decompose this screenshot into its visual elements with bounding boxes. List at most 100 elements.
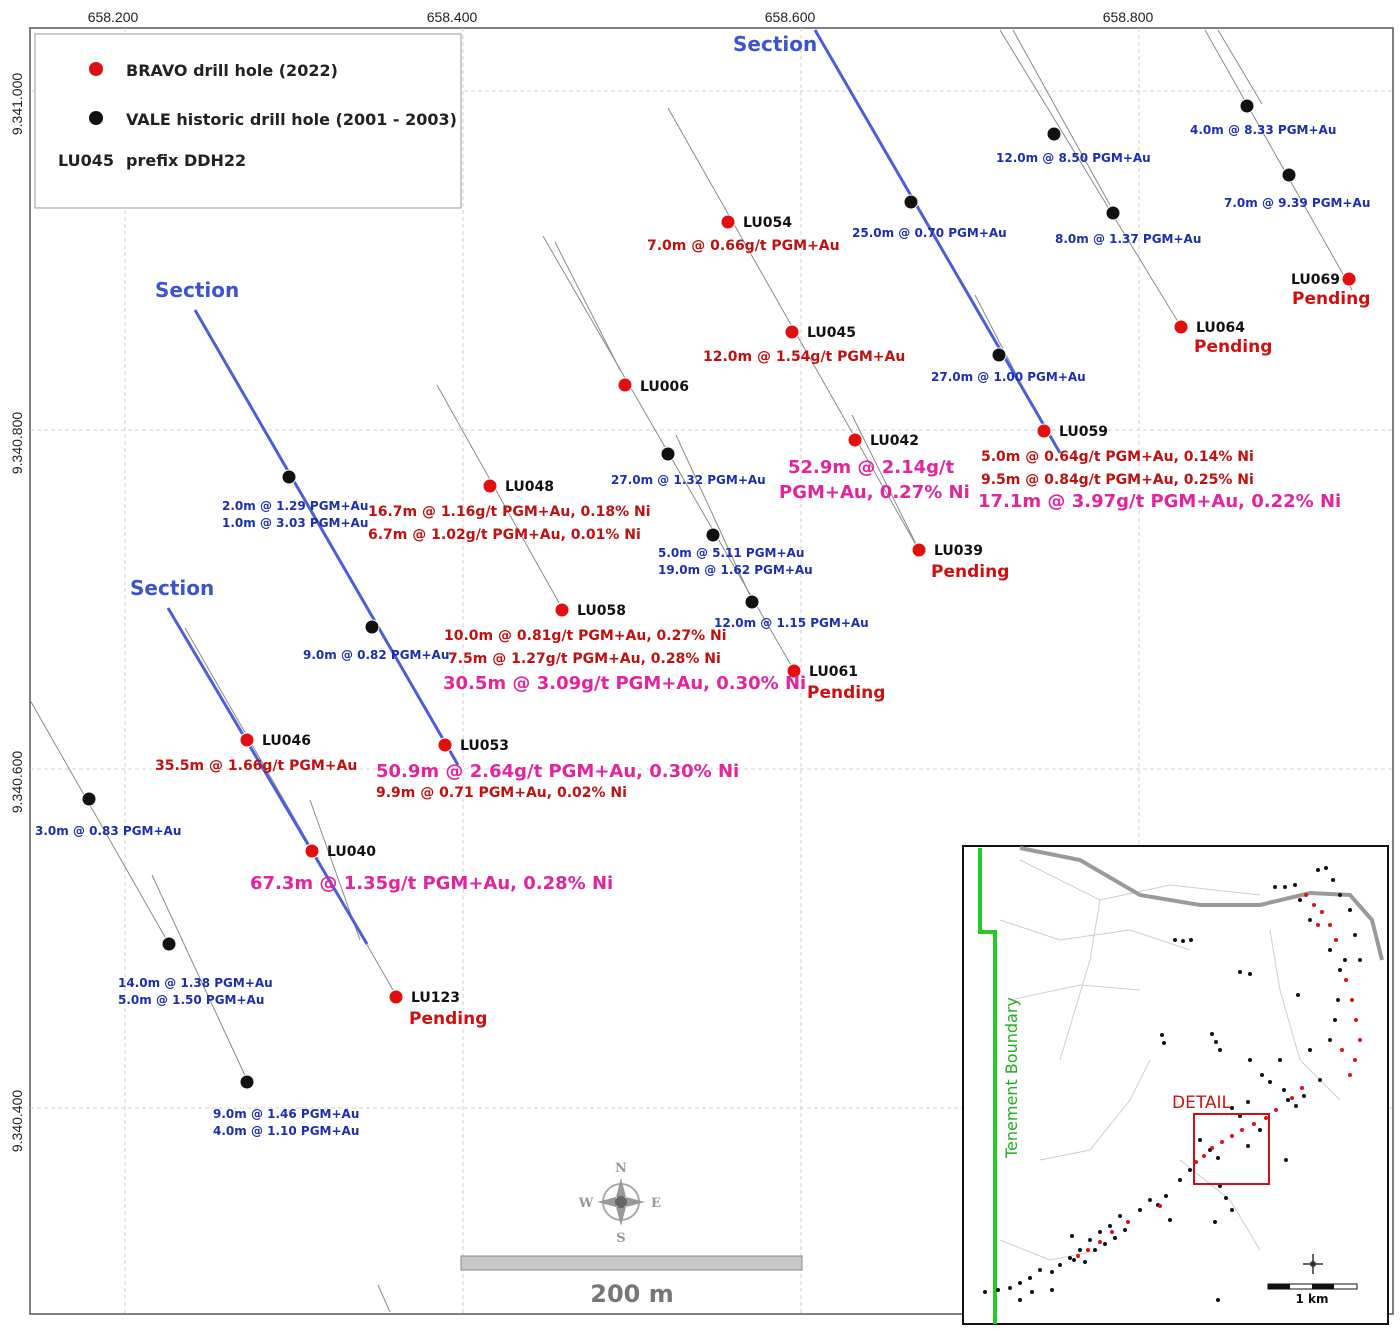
tenement-label: Tenement Boundary <box>1002 997 1021 1159</box>
vale-hole-marker[interactable] <box>1105 205 1121 221</box>
vale-result: 2.0m @ 1.29 PGM+Au <box>222 499 368 513</box>
hole-status: Pending <box>807 683 885 703</box>
hole-label: LU042 <box>870 433 919 449</box>
bravo-hole-marker[interactable] <box>1036 423 1052 439</box>
vale-hole-marker[interactable] <box>239 1074 255 1090</box>
hole-result: 10.0m @ 0.81g/t PGM+Au, 0.27% Ni <box>444 628 727 644</box>
bravo-hole-marker[interactable] <box>911 542 927 558</box>
easting-label: 658.200 <box>88 9 139 25</box>
legend-red-marker <box>89 62 103 76</box>
hole-label: LU053 <box>460 738 509 754</box>
vale-hole-marker[interactable] <box>660 446 676 462</box>
detail-label: DETAIL <box>1172 1093 1232 1113</box>
vale-result: 19.0m @ 1.62 PGM+Au <box>658 563 813 577</box>
vale-result: 5.0m @ 5.11 PGM+Au <box>658 546 804 560</box>
vale-result: 14.0m @ 1.38 PGM+Au <box>118 976 273 990</box>
legend-red-label: BRAVO drill hole (2022) <box>126 61 338 80</box>
bravo-hole-marker[interactable] <box>617 377 633 393</box>
vale-hole-marker[interactable] <box>903 194 919 210</box>
bravo-hole-marker[interactable] <box>304 843 320 859</box>
vale-hole-marker[interactable] <box>1046 126 1062 142</box>
northing-label: 9.340.400 <box>9 1090 25 1152</box>
vale-results: 4.0m @ 8.33 PGM+Au 12.0m @ 8.50 PGM+Au 7… <box>35 123 1370 1138</box>
bravo-hole-marker[interactable] <box>482 478 498 494</box>
legend-prefix-text: prefix DDH22 <box>126 151 246 170</box>
bravo-hole-marker[interactable] <box>1341 271 1357 287</box>
easting-label: 658.600 <box>765 9 816 25</box>
legend-prefix-code: LU045 <box>58 151 114 170</box>
hole-label: LU040 <box>327 844 376 860</box>
section-label: Section <box>130 576 214 600</box>
hole-label: LU061 <box>809 664 858 680</box>
vale-result: 8.0m @ 1.37 PGM+Au <box>1055 232 1201 246</box>
section-line <box>193 309 460 766</box>
vale-hole-marker[interactable] <box>705 527 721 543</box>
vale-result: 27.0m @ 1.00 PGM+Au <box>931 370 1086 384</box>
legend: BRAVO drill hole (2022) VALE historic dr… <box>34 33 462 209</box>
hole-result: 7.0m @ 0.66g/t PGM+Au <box>647 238 840 254</box>
compass-n: N <box>615 1161 627 1176</box>
hole-label: LU039 <box>934 543 983 559</box>
inset-compass-icon <box>1303 1254 1323 1274</box>
compass-w: W <box>578 1196 594 1211</box>
detail-box <box>1193 1113 1270 1185</box>
vale-hole-marker[interactable] <box>1281 167 1297 183</box>
vale-result: 3.0m @ 0.83 PGM+Au <box>35 824 181 838</box>
vale-hole-marker[interactable] <box>744 594 760 610</box>
vale-holes <box>81 98 1297 1090</box>
bravo-hole-marker[interactable] <box>554 602 570 618</box>
bravo-hole-marker[interactable] <box>437 737 453 753</box>
vale-result: 1.0m @ 3.03 PGM+Au <box>222 516 368 530</box>
bravo-labels: LU054 7.0m @ 0.66g/t PGM+Au LU045 12.0m … <box>155 215 1370 1029</box>
hole-result: 9.5m @ 0.84g/t PGM+Au, 0.25% Ni <box>981 472 1254 488</box>
vale-result: 7.0m @ 9.39 PGM+Au <box>1224 196 1370 210</box>
hole-highlight-result: 52.9m @ 2.14g/t <box>788 457 955 478</box>
hole-result: 16.7m @ 1.16g/t PGM+Au, 0.18% Ni <box>368 504 651 520</box>
vale-hole-marker[interactable] <box>1239 98 1255 114</box>
bravo-hole-marker[interactable] <box>239 732 255 748</box>
hole-label: LU069 <box>1291 272 1340 288</box>
vale-result: 9.0m @ 1.46 PGM+Au <box>213 1107 359 1121</box>
hole-result: 5.0m @ 0.64g/t PGM+Au, 0.14% Ni <box>981 449 1254 465</box>
hole-status: Pending <box>409 1009 487 1029</box>
inset-scale-label: 1 km <box>1295 1292 1328 1306</box>
hole-highlight-result: 67.3m @ 1.35g/t PGM+Au, 0.28% Ni <box>250 873 613 894</box>
vale-result: 27.0m @ 1.32 PGM+Au <box>611 473 766 487</box>
inset-scale-bar: 1 km <box>1267 1283 1358 1306</box>
bravo-hole-marker[interactable] <box>720 214 736 230</box>
hole-result: 9.9m @ 0.71 PGM+Au, 0.02% Ni <box>376 785 627 801</box>
vale-result: 25.0m @ 0.70 PGM+Au <box>852 226 1007 240</box>
section-line <box>813 29 1062 454</box>
hole-label: LU006 <box>640 379 689 395</box>
hole-result: 35.5m @ 1.66g/t PGM+Au <box>155 758 357 774</box>
vale-result: 12.0m @ 1.15 PGM+Au <box>714 616 869 630</box>
bravo-hole-marker[interactable] <box>784 324 800 340</box>
bravo-hole-marker[interactable] <box>847 432 863 448</box>
section-line <box>166 607 369 945</box>
hole-result: 12.0m @ 1.54g/t PGM+Au <box>703 349 905 365</box>
hole-label: LU123 <box>411 990 460 1006</box>
vale-hole-marker[interactable] <box>991 347 1007 363</box>
hole-status: Pending <box>931 562 1009 582</box>
vale-hole-marker[interactable] <box>161 936 177 952</box>
inset-map: Tenement Boundary <box>962 845 1389 1325</box>
compass-e: E <box>651 1196 661 1211</box>
bravo-hole-marker[interactable] <box>1173 319 1189 335</box>
hole-highlight-result: PGM+Au, 0.27% Ni <box>779 482 970 503</box>
hole-label: LU059 <box>1059 424 1108 440</box>
bravo-holes <box>239 214 1357 1005</box>
hole-label: LU058 <box>577 603 626 619</box>
bravo-hole-marker[interactable] <box>786 663 802 679</box>
vale-hole-marker[interactable] <box>364 619 380 635</box>
easting-label: 658.800 <box>1103 9 1154 25</box>
bravo-hole-marker[interactable] <box>388 989 404 1005</box>
hole-highlight-result: 17.1m @ 3.97g/t PGM+Au, 0.22% Ni <box>978 491 1341 512</box>
vale-hole-marker[interactable] <box>81 791 97 807</box>
coordinate-labels: 658.200 658.400 658.600 658.800 9.341.00… <box>9 9 1154 1152</box>
hole-label: LU064 <box>1196 320 1245 336</box>
northing-label: 9.340.600 <box>9 751 25 813</box>
vale-result: 9.0m @ 0.82 PGM+Au <box>303 648 449 662</box>
vale-hole-marker[interactable] <box>281 469 297 485</box>
hole-label: LU048 <box>505 479 554 495</box>
